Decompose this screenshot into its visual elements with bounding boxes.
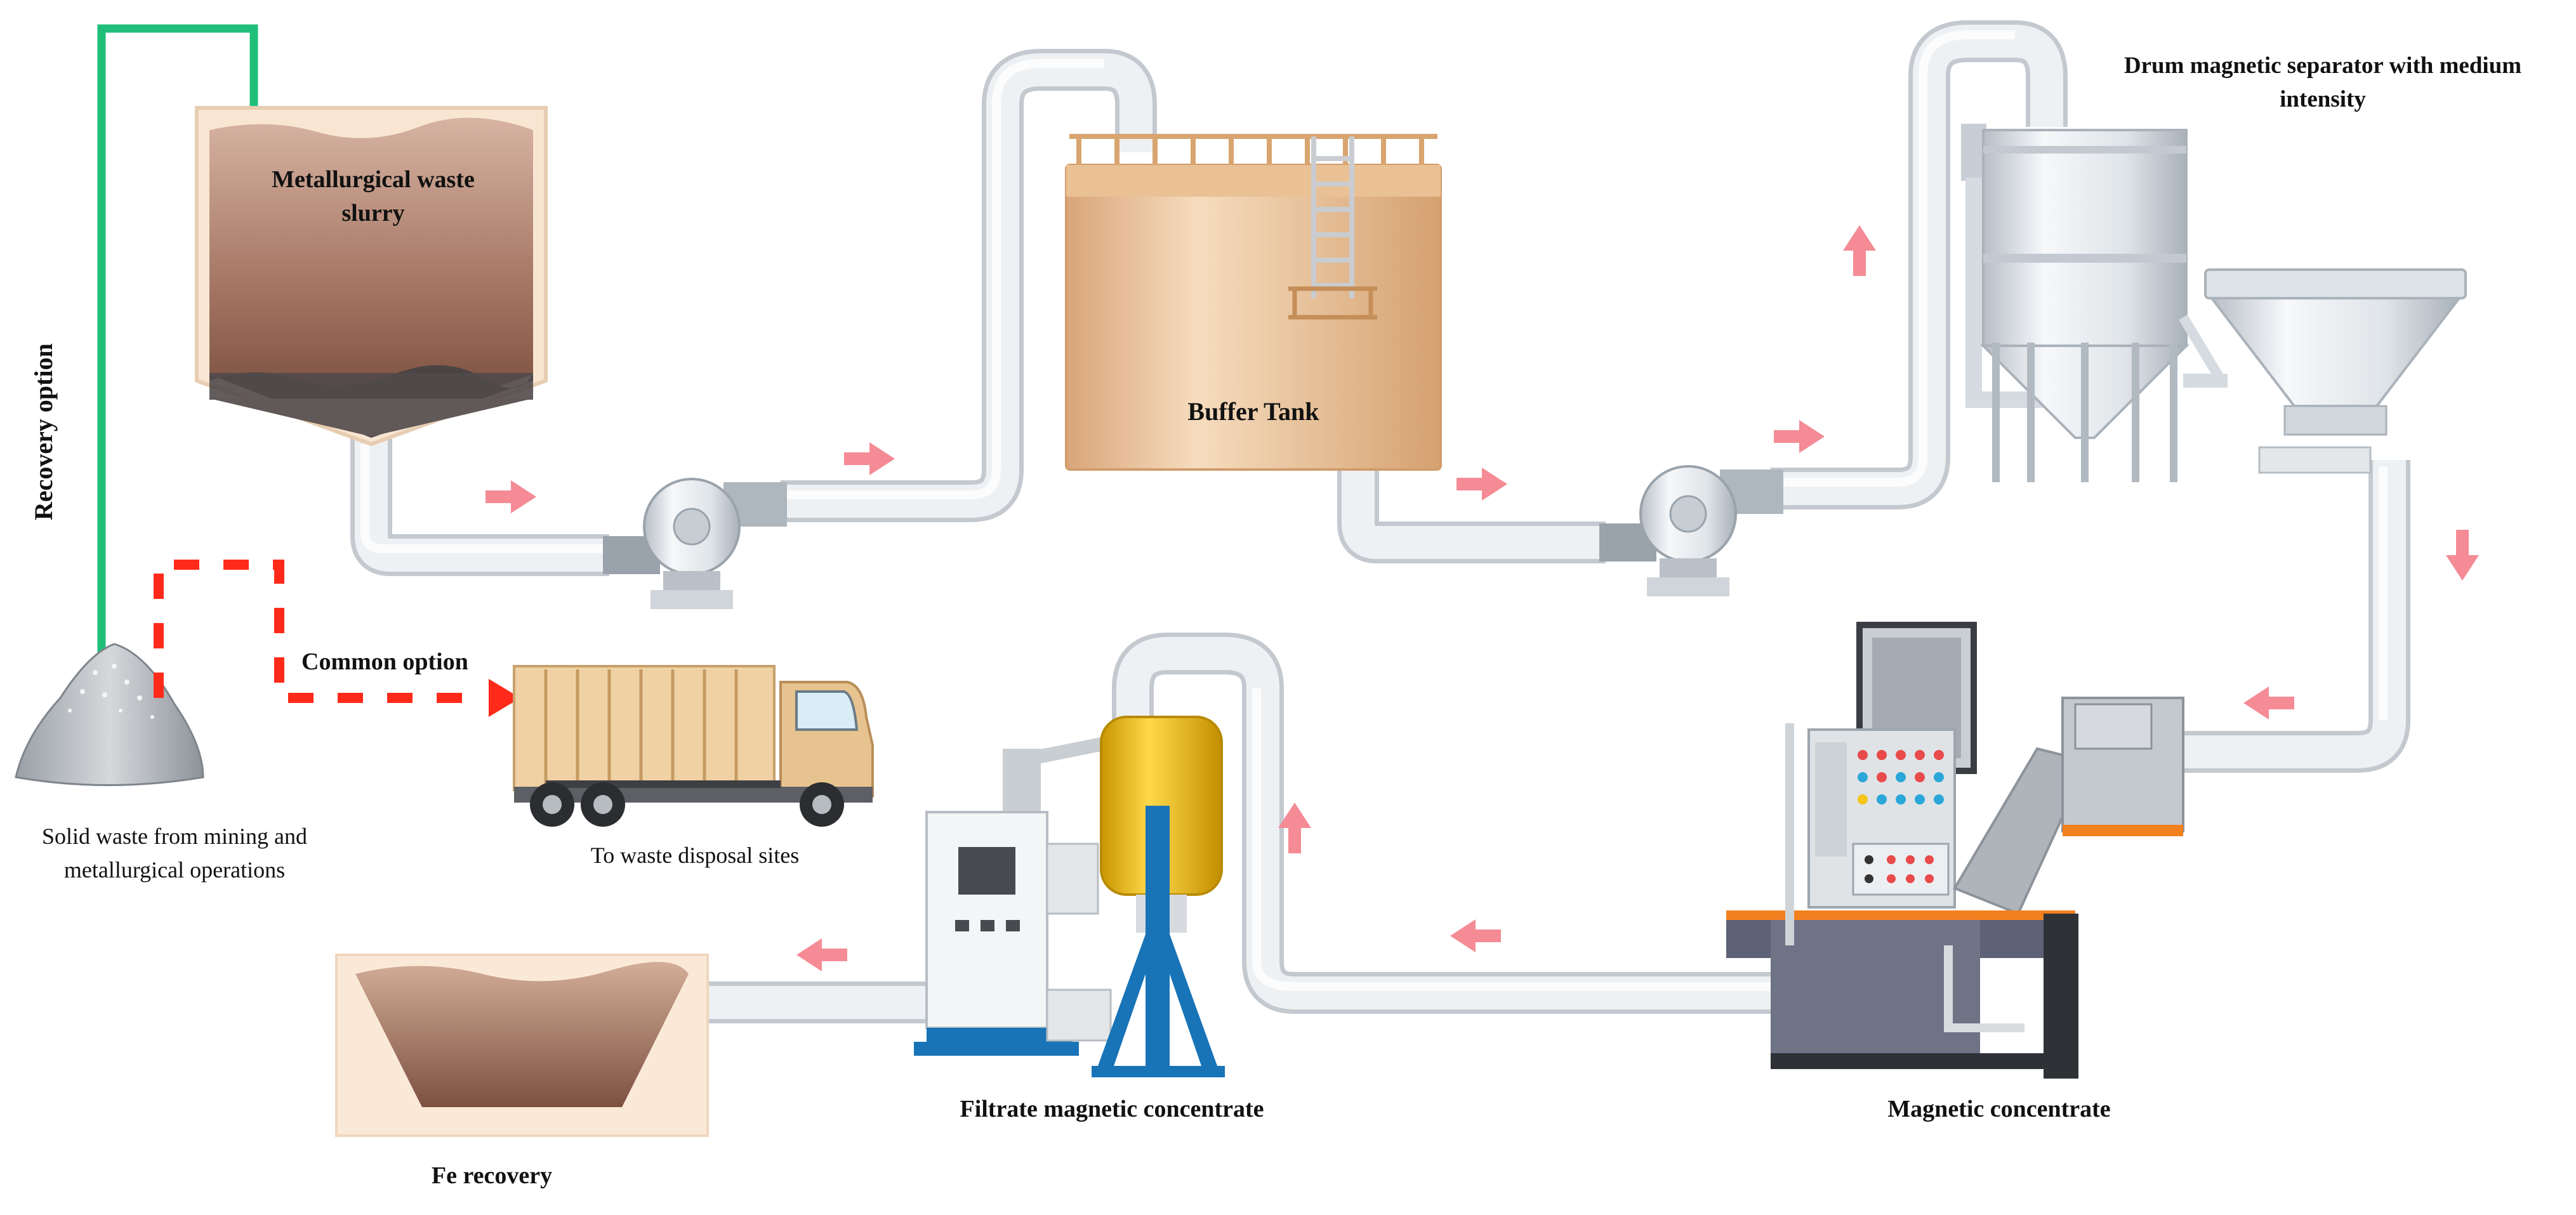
- filtrate-label: Filtrate magnetic concentrate: [960, 1096, 1264, 1122]
- slurry-label-line1: Metallurgical waste: [272, 166, 475, 193]
- pump-1: [603, 478, 787, 609]
- discharge-funnel: [2179, 268, 2467, 474]
- drum-separator-label-line2: intensity: [2280, 86, 2366, 112]
- pump-2: [1599, 465, 1783, 596]
- flow-arrow-left: [2243, 686, 2294, 719]
- fe-recovery-label: Fe recovery: [432, 1162, 552, 1189]
- flow-arrow-right: [485, 480, 536, 513]
- common-arrowhead: [489, 679, 520, 717]
- common-option-label: Common option: [301, 648, 468, 675]
- drum-separator-label-line1: Drum magnetic separator with medium: [2124, 53, 2521, 79]
- magnetic-separator-machine: Magnetic concentrate: [1726, 622, 2184, 1122]
- flow-arrow-left: [1450, 919, 1501, 952]
- slurry-label-line2: slurry: [341, 200, 404, 227]
- buffer-tank: Buffer Tank: [1065, 134, 1442, 471]
- flow-arrow-left: [796, 938, 847, 971]
- buffer-tank-label: Buffer Tank: [1187, 397, 1319, 426]
- flow-arrow-right: [1774, 420, 1825, 453]
- recovery-option-label: Recovery option: [29, 343, 58, 520]
- flow-arrow-right: [1456, 468, 1507, 501]
- drum-magnetic-separator: Drum magnetic separator with medium inte…: [1961, 53, 2521, 482]
- slurry-hopper: Metallurgical waste slurry: [195, 106, 548, 447]
- waste-disposal-label: To waste disposal sites: [591, 843, 799, 868]
- flow-arrow-down: [2446, 530, 2479, 581]
- flow-arrow-up: [1843, 225, 1876, 276]
- magnetic-concentrate-label: Magnetic concentrate: [1887, 1096, 2110, 1122]
- flow-arrows: [485, 225, 2479, 971]
- pipe-network: [350, 20, 2410, 1023]
- waste-truck: To waste disposal sites: [513, 665, 874, 868]
- filter-press: Filtrate magnetic concentrate: [914, 716, 1264, 1122]
- flow-arrow-right: [844, 442, 895, 475]
- flow-arrow-up: [1278, 803, 1311, 853]
- slurry-contents: [209, 117, 533, 431]
- tank-ladder: [1311, 136, 1354, 298]
- fe-recovery-basin: Fe recovery: [335, 954, 709, 1189]
- solid-waste-label-line2: metallurgical operations: [64, 857, 285, 883]
- common-option-line: Common option: [154, 560, 520, 717]
- solid-waste-label-line1: Solid waste from mining and: [42, 824, 307, 849]
- control-panel-buttons: [1852, 750, 1950, 896]
